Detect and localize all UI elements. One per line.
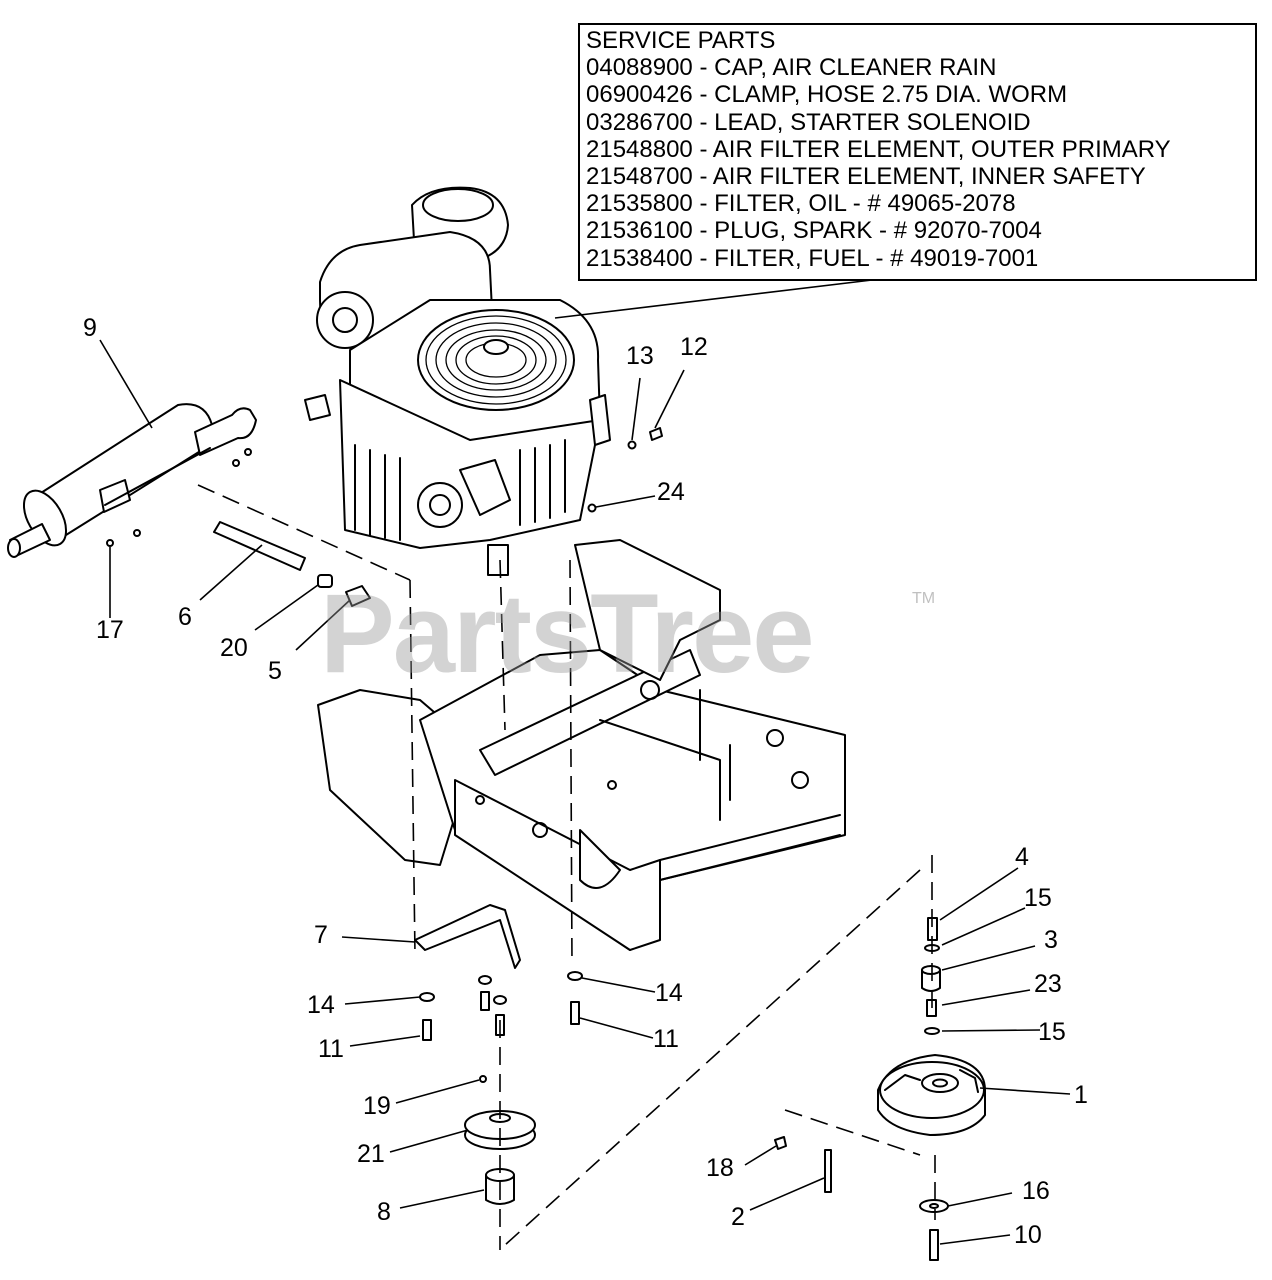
frame — [317, 539, 846, 951]
callout-11: 11 — [318, 1035, 344, 1063]
assembly-lines — [197, 484, 936, 1250]
service-part-line: 06900426 - CLAMP, HOSE 2.75 DIA. WORM — [586, 81, 1068, 109]
muffler — [7, 403, 257, 558]
callout-1: 1 — [1074, 1081, 1088, 1109]
callout-15: 15 — [1038, 1018, 1066, 1046]
callout-14: 14 — [307, 991, 335, 1019]
callout-15: 15 — [1024, 884, 1052, 912]
idler-bracket — [414, 904, 521, 969]
engine — [304, 186, 611, 576]
leader-lines — [99, 279, 1071, 1245]
callout-5: 5 — [268, 657, 282, 685]
callout-12: 12 — [680, 333, 708, 361]
callout-13: 13 — [626, 342, 654, 370]
callout-24: 24 — [657, 478, 685, 506]
callout-21: 21 — [357, 1140, 385, 1168]
callout-6: 6 — [178, 603, 192, 631]
service-part-line: 21538400 - FILTER, FUEL - # 49019-7001 — [586, 244, 1039, 272]
fittings — [317, 574, 371, 607]
service-part-line: 04088900 - CAP, AIR CLEANER RAIN — [586, 54, 997, 82]
callout-7: 7 — [314, 921, 328, 949]
callout-10: 10 — [1014, 1221, 1042, 1249]
callout-3: 3 — [1044, 926, 1058, 954]
callout-20: 20 — [220, 634, 248, 662]
callout-19: 19 — [363, 1092, 391, 1120]
callout-14: 14 — [655, 979, 683, 1007]
callout-2: 2 — [731, 1203, 745, 1231]
watermark-trademark: TM — [912, 590, 936, 607]
watermark-logo: PartsTree — [320, 571, 815, 696]
callout-16: 16 — [1022, 1177, 1050, 1205]
pto-clutch — [877, 1054, 986, 1136]
clutch-hardware-stack — [921, 917, 941, 1035]
engine-hardware — [587, 427, 663, 513]
callout-11: 11 — [653, 1025, 679, 1053]
exhaust-tube — [213, 521, 306, 571]
mounting-hardware — [419, 971, 583, 1083]
callout-8: 8 — [377, 1198, 391, 1226]
service-parts-box: SERVICE PARTS 04088900 - CAP, AIR CLEANE… — [578, 23, 1257, 281]
callout-17: 17 — [96, 616, 124, 644]
clutch-anchor-hardware — [774, 1136, 949, 1261]
callout-23: 23 — [1034, 970, 1062, 998]
service-part-line: 03286700 - LEAD, STARTER SOLENOID — [586, 108, 1031, 136]
callout-9: 9 — [83, 314, 97, 342]
callout-4: 4 — [1015, 843, 1029, 871]
service-part-line: 21536100 - PLUG, SPARK - # 92070-7004 — [586, 217, 1042, 245]
service-part-line: 21535800 - FILTER, OIL - # 49065-2078 — [586, 190, 1016, 218]
service-part-line: 21548800 - AIR FILTER ELEMENT, OUTER PRI… — [586, 135, 1171, 163]
callout-18: 18 — [706, 1154, 734, 1182]
service-part-line: 21548700 - AIR FILTER ELEMENT, INNER SAF… — [586, 163, 1146, 191]
spacer — [485, 1168, 515, 1205]
service-parts-title: SERVICE PARTS — [586, 27, 776, 54]
